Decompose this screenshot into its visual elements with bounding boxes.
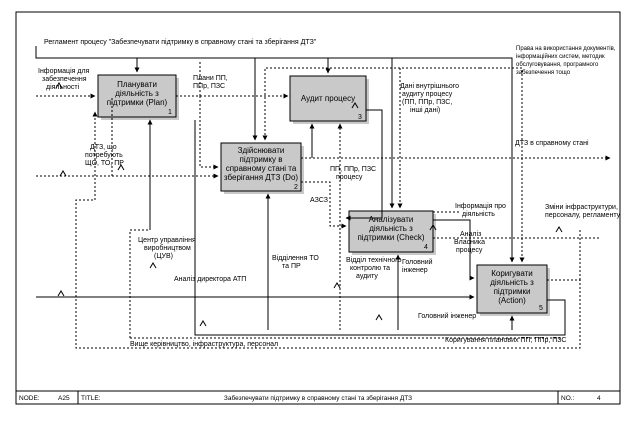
box-do-line3: справному стані та	[226, 164, 297, 173]
box-plan-line2: діяльність з	[115, 89, 159, 98]
box-plan-line3: підтримки (Plan)	[107, 98, 168, 107]
label-tech-dept-1: Відділ технічного	[346, 256, 402, 264]
footer-no-label: NO.:	[561, 395, 575, 402]
label-to-dept-2: та ПР	[282, 263, 301, 270]
label-info-about-2: діяльність	[462, 210, 495, 218]
box-plan-number: 1	[168, 109, 172, 116]
box-audit-line1: Аудит процесу	[301, 94, 355, 103]
box-do-line2: підтримку в	[240, 155, 283, 164]
box-act[interactable]: Коригувати діяльність з підтримки (Actio…	[476, 264, 550, 316]
label-to-dept-1: Відділення ТО	[272, 254, 319, 262]
box-plan[interactable]: Планувати діяльність з підтримки (Plan) …	[97, 74, 179, 120]
label-info-about-1: Інформація про	[455, 202, 506, 210]
label-pp-report-1: ПП, ППр, ПЗС	[330, 166, 376, 173]
box-plan-line1: Планувати	[117, 80, 157, 89]
label-chief-eng-1: Головний	[402, 258, 433, 266]
arrows-plan-output	[176, 60, 289, 170]
label-info-in-1: Інформація для	[38, 67, 90, 75]
label-cuv-1: Центр управління	[138, 236, 196, 244]
label-audit-data-4: інші дані)	[410, 106, 440, 114]
label-audit-data-3: (ПП, ППр, ПЗС,	[402, 99, 452, 106]
footer-title-label: TITLE:	[81, 395, 101, 402]
box-check-line3: підтримки (Check)	[357, 233, 424, 242]
label-rights-1: Права на використання документів,	[516, 46, 616, 52]
box-do-number: 2	[294, 184, 298, 191]
label-dtz-need-1: ДТЗ, що	[90, 144, 117, 151]
box-check-number: 4	[424, 244, 428, 251]
label-changes-2: персоналу, регламенту	[545, 212, 621, 219]
arrows-audit-output	[345, 109, 383, 221]
label-analysis-owner-2: Власника	[454, 239, 485, 246]
label-tech-dept-2: контролю та	[350, 265, 390, 272]
label-plans-1: Плани ПП,	[193, 75, 228, 82]
label-chief-eng-2: інженер	[402, 266, 428, 274]
box-check-line1: Аналізувати	[369, 215, 414, 224]
label-regulation: Регламент процесу "Забезпечувати підтрим…	[44, 38, 317, 46]
footer-no-value: 4	[597, 395, 601, 402]
label-audit-data-1: Дані внутрішнього	[400, 82, 459, 90]
footer-node-label: NODE:	[19, 395, 40, 402]
arrows-input	[36, 93, 475, 300]
label-tech-dept-3: аудиту	[356, 273, 378, 280]
footer-bar: NODE: A25 TITLE: Забезпечувати підтримку…	[15, 390, 621, 405]
label-dtz-need-3: ЩО, ТО, ПР	[85, 160, 124, 167]
label-info-in-2: забезпечення	[42, 75, 87, 83]
tunnel-marks	[55, 82, 563, 327]
label-analysis-owner-3: процесу	[456, 247, 483, 254]
label-pp-report-2: процесу	[336, 174, 363, 181]
label-top-management: Вище керівництво, інфраструктура, персон…	[130, 340, 278, 348]
label-director-analysis: Аналіз директора АТП	[174, 275, 246, 283]
label-rights-4: забезпечення тощо	[516, 70, 571, 76]
box-do-line1: Здійснювати	[238, 146, 285, 155]
label-correction: Коригування планових ПП, ППр, ПЗС	[445, 337, 566, 344]
box-check-line2: діяльність з	[369, 224, 413, 233]
label-changes-1: Зміни інфраструктури,	[545, 203, 618, 211]
label-dtz-ok: ДТЗ в справному стані	[515, 139, 589, 147]
label-chief-engineer: Головний інженер	[418, 312, 476, 320]
label-cuv-2: виробництвом	[144, 244, 191, 252]
box-audit[interactable]: Аудит процесу 3	[289, 75, 369, 124]
arrows-do-output	[301, 123, 611, 229]
box-act-line3: підтримки	[494, 287, 531, 296]
box-do-line4: зберігання ДТЗ (Do)	[224, 173, 298, 182]
box-do[interactable]: Здійснювати підтримку в справному стані …	[220, 142, 304, 194]
box-act-line1: Коригувати	[491, 269, 533, 278]
arrows-control	[35, 46, 525, 263]
box-audit-number: 3	[358, 114, 362, 121]
label-azcz: АЗСЗ	[310, 197, 328, 204]
box-act-number: 5	[539, 305, 543, 312]
label-rights-2: інформаційних систем, методик	[516, 53, 605, 60]
arrows-act-output	[75, 111, 581, 349]
label-analysis-owner-1: Аналіз	[460, 230, 481, 238]
arrows-check-output	[433, 211, 600, 281]
label-dtz-need-2: потребують	[85, 151, 123, 159]
footer-title-value: Забезпечувати підтримку в справному стан…	[224, 394, 412, 402]
label-info-in-3: діяльності	[46, 83, 80, 91]
footer-node-value: A25	[58, 395, 70, 402]
label-rights-3: обслуговування, програмного	[516, 62, 599, 68]
arrows-mechanism	[129, 119, 560, 339]
label-plans-2: ППр, ПЗС	[193, 83, 225, 90]
box-act-line4: (Action)	[498, 296, 526, 305]
label-cuv-3: (ЦУВ)	[154, 253, 173, 260]
box-act-line2: діяльність з	[490, 278, 534, 287]
label-audit-data-2: аудиту процесу	[402, 91, 453, 98]
